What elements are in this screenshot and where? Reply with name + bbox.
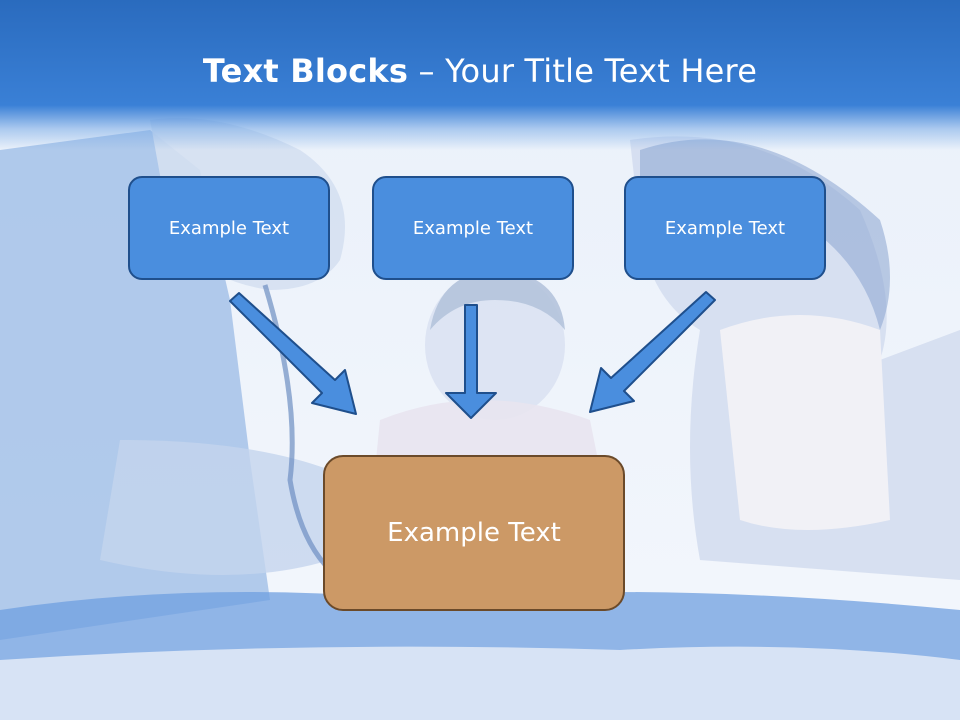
title-dash: –	[408, 52, 446, 90]
text-block-right[interactable]: Example Text	[624, 176, 826, 280]
title-bold: Text Blocks	[202, 52, 409, 90]
arrow-right	[589, 291, 716, 413]
text-block-center-label: Example Text	[412, 217, 534, 239]
text-block-bottom-label: Example Text	[387, 518, 561, 548]
arrow-center	[445, 304, 497, 419]
title-rest: Your Title Text Here	[445, 52, 758, 90]
text-block-center[interactable]: Example Text	[372, 176, 574, 280]
page-title: Text Blocks – Your Title Text Here	[0, 52, 960, 90]
arrow-left	[229, 292, 357, 415]
text-block-bottom[interactable]: Example Text	[323, 455, 625, 611]
text-block-right-label: Example Text	[664, 217, 786, 239]
title-band	[0, 0, 960, 150]
text-block-left-label: Example Text	[168, 217, 290, 239]
text-block-left[interactable]: Example Text	[128, 176, 330, 280]
